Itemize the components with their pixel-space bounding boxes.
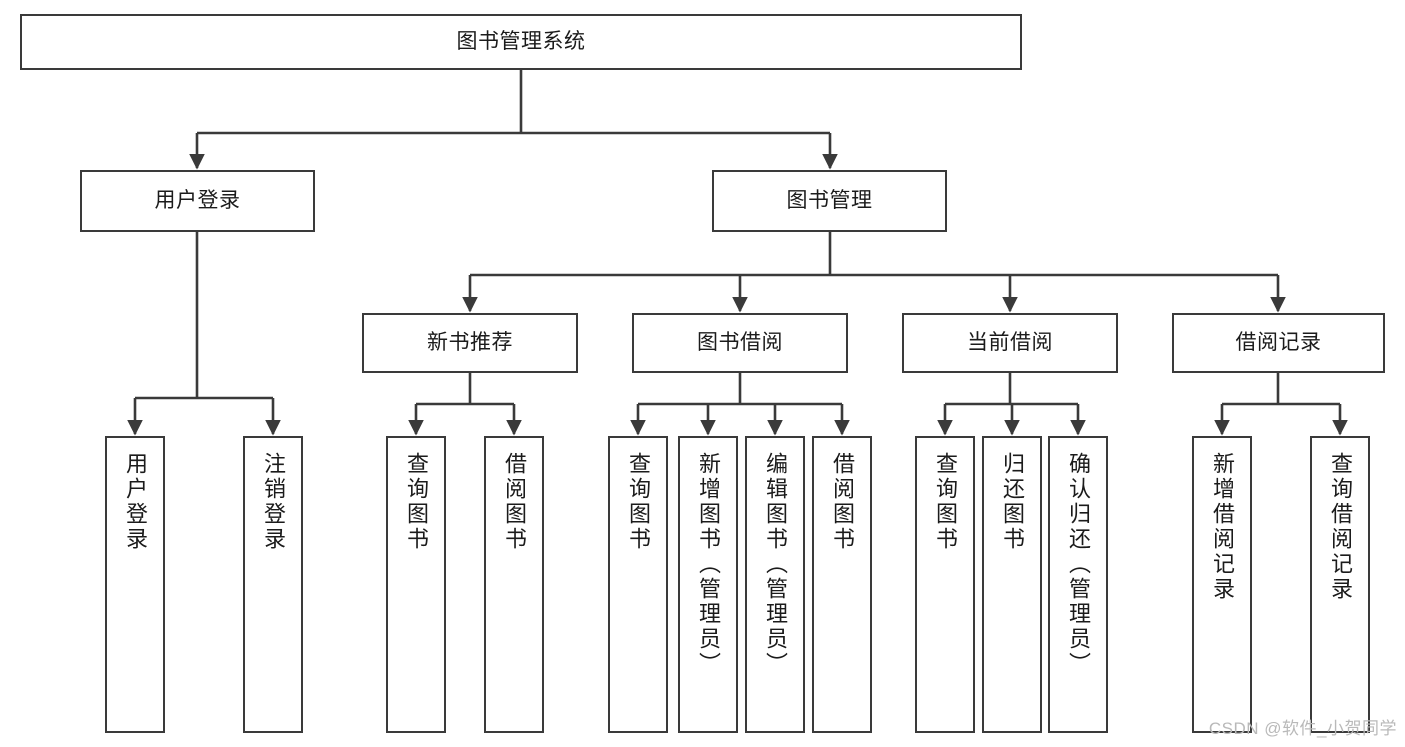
node-leaf-add-record[interactable]: 新增借阅记录 xyxy=(1192,436,1252,733)
node-leaf-query-record[interactable]: 查询借阅记录 xyxy=(1310,436,1370,733)
node-leaf-query-book-1-label: 查询图书 xyxy=(404,452,429,552)
node-leaf-add-record-label: 新增借阅记录 xyxy=(1210,452,1235,602)
node-leaf-borrow-book-1-label: 借阅图书 xyxy=(502,452,527,552)
node-leaf-query-book-1[interactable]: 查询图书 xyxy=(386,436,446,733)
node-user-login-label: 用户登录 xyxy=(154,188,241,212)
node-leaf-borrow-book-1[interactable]: 借阅图书 xyxy=(484,436,544,733)
node-leaf-borrow-book-2-label: 借阅图书 xyxy=(830,452,855,552)
node-leaf-return-book-label: 归还图书 xyxy=(1000,452,1025,552)
node-user-login[interactable]: 用户登录 xyxy=(80,170,315,232)
csdn-watermark: CSDN @软件_小贺同学 xyxy=(1208,719,1397,738)
node-leaf-return-book[interactable]: 归还图书 xyxy=(982,436,1042,733)
node-root-label: 图书管理系统 xyxy=(456,29,586,53)
node-leaf-query-book-3[interactable]: 查询图书 xyxy=(915,436,975,733)
node-book-manage-label: 图书管理 xyxy=(786,188,873,212)
node-book-borrow[interactable]: 图书借阅 xyxy=(632,313,848,373)
node-leaf-add-book[interactable]: 新增图书（管理员） xyxy=(678,436,738,733)
node-root[interactable]: 图书管理系统 xyxy=(20,14,1022,70)
node-leaf-query-book-3-label: 查询图书 xyxy=(933,452,958,552)
node-leaf-add-book-label: 新增图书（管理员） xyxy=(696,452,721,677)
node-book-borrow-label: 图书借阅 xyxy=(697,330,783,354)
node-borrow-record-label: 借阅记录 xyxy=(1235,330,1322,354)
node-current-borrow[interactable]: 当前借阅 xyxy=(902,313,1118,373)
node-borrow-record[interactable]: 借阅记录 xyxy=(1172,313,1385,373)
node-leaf-user-login[interactable]: 用户登录 xyxy=(105,436,165,733)
node-new-book-recommend[interactable]: 新书推荐 xyxy=(362,313,578,373)
node-leaf-edit-book[interactable]: 编辑图书（管理员） xyxy=(745,436,805,733)
node-leaf-user-login-label: 用户登录 xyxy=(123,452,148,552)
node-leaf-confirm-return-label: 确认归还（管理员） xyxy=(1066,452,1091,677)
node-book-manage[interactable]: 图书管理 xyxy=(712,170,947,232)
node-leaf-borrow-book-2[interactable]: 借阅图书 xyxy=(812,436,872,733)
node-leaf-logout-label: 注销登录 xyxy=(261,452,286,552)
node-leaf-query-record-label: 查询借阅记录 xyxy=(1328,452,1353,602)
node-leaf-edit-book-label: 编辑图书（管理员） xyxy=(763,452,788,677)
node-leaf-logout[interactable]: 注销登录 xyxy=(243,436,303,733)
node-current-borrow-label: 当前借阅 xyxy=(967,330,1053,354)
node-leaf-query-book-2-label: 查询图书 xyxy=(626,452,651,552)
node-new-book-recommend-label: 新书推荐 xyxy=(427,330,513,354)
node-leaf-query-book-2[interactable]: 查询图书 xyxy=(608,436,668,733)
node-leaf-confirm-return[interactable]: 确认归还（管理员） xyxy=(1048,436,1108,733)
